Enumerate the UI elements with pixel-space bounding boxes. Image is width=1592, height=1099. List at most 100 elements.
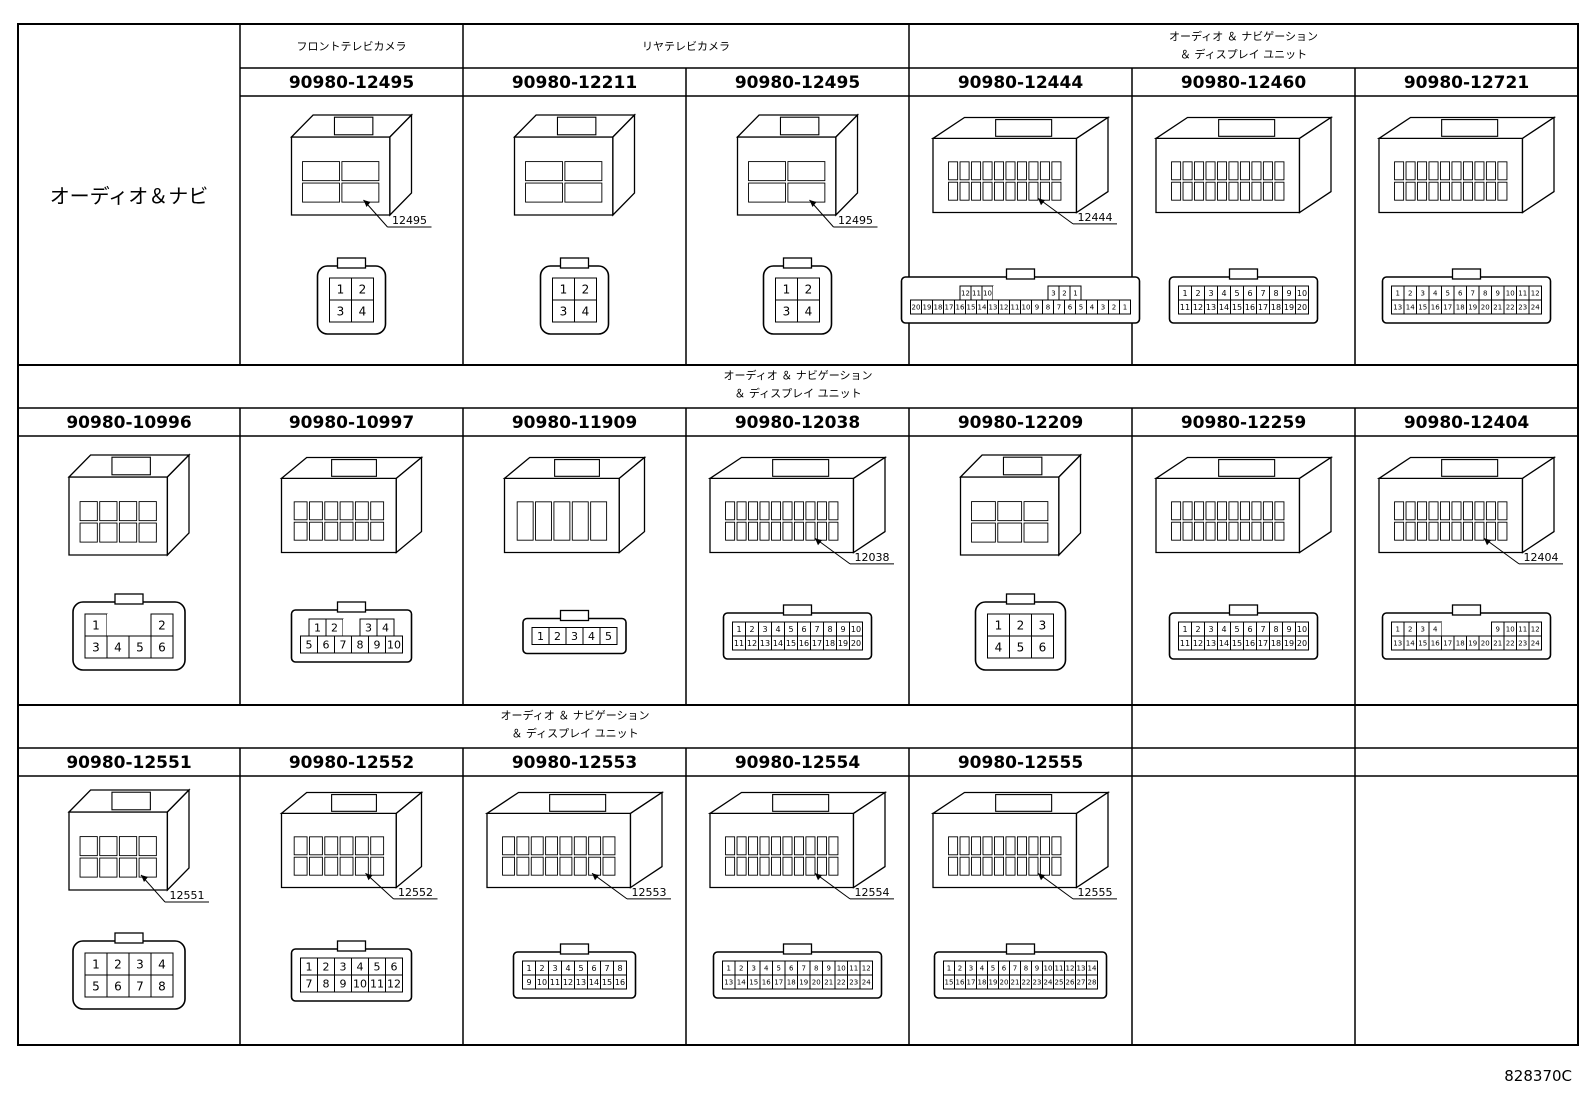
pin-cell [1086, 974, 1098, 990]
terminal-cavity [736, 836, 747, 856]
pin-number: 18 [1271, 639, 1281, 648]
callout-leader [1037, 872, 1074, 900]
pin-number: 15 [1232, 639, 1242, 648]
pin-number: 2 [805, 282, 813, 296]
terminal-cavity [293, 836, 308, 856]
terminal-cavity [1239, 181, 1250, 201]
pin-number: 19 [1284, 639, 1294, 648]
terminal-cavity [354, 836, 369, 856]
pin-number: 6 [591, 964, 596, 973]
terminal-cavity [293, 856, 308, 876]
terminal-cavity [1485, 161, 1496, 181]
terminal-cavity [1394, 501, 1405, 521]
pin-number: 11 [550, 978, 560, 987]
terminal-cavity [816, 501, 827, 521]
terminal-cavity [1262, 161, 1273, 181]
terminal-cavity [994, 836, 1004, 856]
terminal-cavity [1428, 501, 1439, 521]
terminal-cavity [588, 856, 602, 876]
callout-leader [814, 872, 851, 900]
pin-number: 13 [1393, 640, 1402, 648]
pin-number: 16 [1245, 303, 1255, 312]
terminal-cavity [748, 836, 759, 856]
terminal-cavity [1016, 856, 1027, 876]
pin-number: 1 [736, 625, 741, 634]
terminal-cavity [1194, 161, 1205, 181]
connector-face-latch [336, 257, 367, 269]
pin-number: 4 [980, 965, 985, 973]
terminal-cavity [748, 182, 786, 203]
terminal-cavity [1497, 161, 1508, 181]
terminal-cavity [771, 521, 781, 541]
latch [1218, 459, 1276, 477]
pin-number: 10 [1044, 965, 1053, 973]
terminal-cavity [959, 161, 970, 181]
terminal-cavity [971, 522, 996, 543]
pin-number: 1 [1396, 290, 1400, 298]
latch [556, 116, 597, 136]
pin-number: 12 [1193, 303, 1203, 312]
terminal-cavity [1171, 181, 1182, 201]
connector-face-latch [1451, 268, 1482, 280]
terminal-cavity [573, 836, 587, 856]
connector-iso-view [1153, 116, 1334, 214]
callout-arrowhead [365, 873, 373, 881]
terminal-cavity [99, 857, 118, 878]
pin-number: 11 [1055, 965, 1064, 973]
pin-number: 9 [827, 965, 831, 973]
terminal-cavity [1228, 161, 1239, 181]
terminal-cavity [138, 522, 157, 543]
connector-iso-view [279, 456, 424, 554]
pin-number: 20 [912, 304, 921, 312]
housing-side [1298, 116, 1332, 214]
pin-number: 1 [337, 282, 345, 296]
pin-number: 9 [1496, 290, 1500, 298]
housing-side [1298, 456, 1332, 554]
callout-arrowhead [1484, 538, 1491, 546]
terminal-cavity [1023, 522, 1049, 543]
callout-label: 12555 [1078, 886, 1113, 899]
housing-side [618, 456, 646, 554]
connector-iso-view [502, 456, 647, 554]
terminal-cavity [793, 836, 804, 856]
pin-number: 10 [537, 978, 547, 987]
terminal-cavity [828, 856, 839, 876]
terminal-cavity [1039, 181, 1050, 201]
part-number: 90980-12495 [289, 73, 414, 93]
pin-number: 6 [1068, 304, 1073, 312]
housing-side [1521, 456, 1555, 554]
part-number: 90980-12495 [735, 73, 860, 93]
pin-number: 15 [602, 978, 612, 987]
terminal-cavity [293, 501, 308, 521]
pin-number: 3 [92, 640, 100, 654]
pin-cell [1119, 299, 1131, 315]
terminal-cavity [1274, 181, 1285, 201]
callout-leader [591, 872, 628, 900]
terminal-cavity [771, 836, 781, 856]
pin-number: 4 [995, 640, 1003, 654]
terminal-cavity [324, 521, 339, 541]
pin-number: 9 [840, 625, 845, 634]
terminal-cavity [805, 836, 816, 856]
part-number: 90980-12552 [289, 753, 414, 773]
terminal-cavity [1274, 161, 1285, 181]
pin-number: 17 [1258, 303, 1268, 312]
terminal-cavity [816, 836, 827, 856]
connector-iso-view [279, 791, 424, 889]
pin-number: 15 [1418, 304, 1427, 312]
terminal-cavity [1028, 181, 1039, 201]
pin-cell-empty [1441, 622, 1454, 636]
pin-number: 10 [353, 977, 367, 990]
pin-number: 4 [1090, 304, 1095, 312]
terminal-cavity [590, 501, 608, 541]
pin-number: 2 [539, 964, 544, 973]
terminal-cavity [1171, 161, 1182, 181]
terminal-cavity [959, 836, 970, 856]
terminal-cavity [324, 501, 339, 521]
part-number: 90980-12259 [1181, 413, 1306, 433]
